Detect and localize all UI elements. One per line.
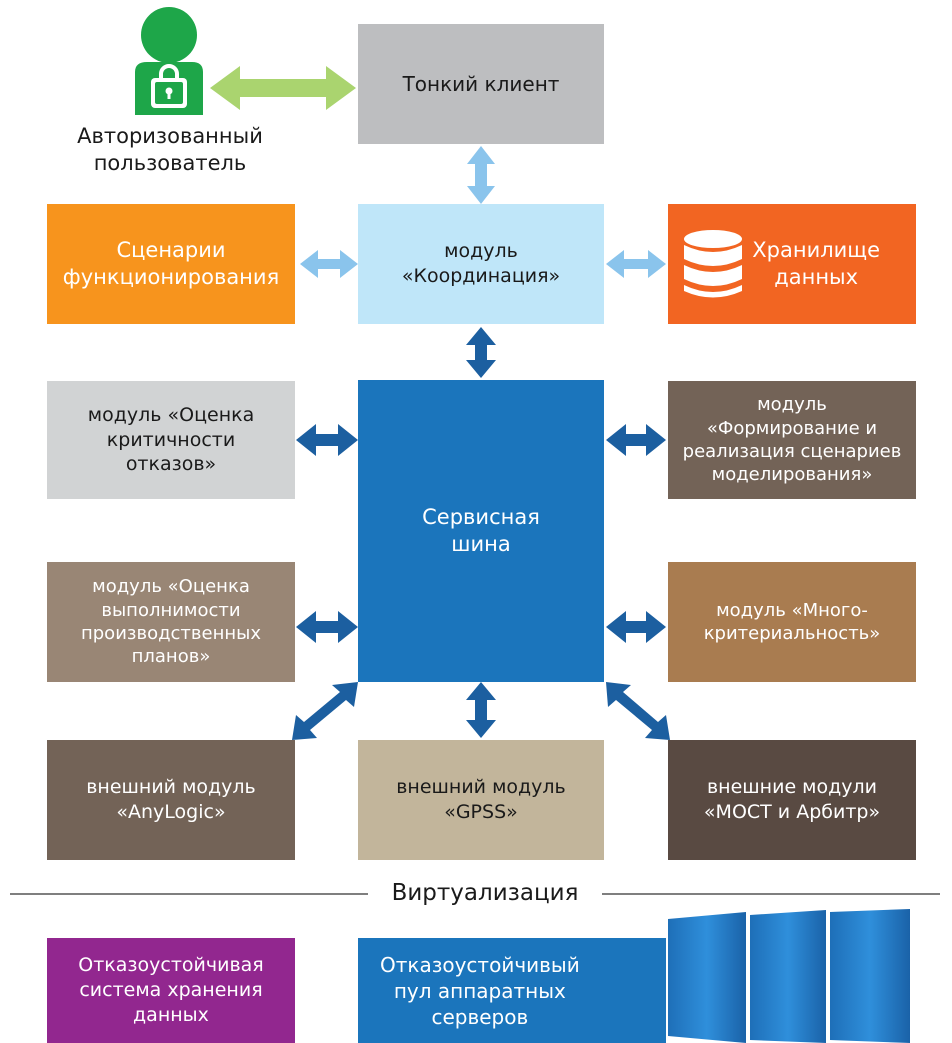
failure-criticality-label: модуль «Оценка критичности отказов» (87, 403, 255, 476)
service-bus-label: Сервисная шина (422, 504, 540, 556)
formation-box: модуль «Формирование и реализация сценар… (668, 381, 916, 499)
service-bus-box: Сервисная шина (358, 380, 604, 682)
anylogic-box: внешний модуль «AnyLogic» (47, 740, 295, 860)
anylogic-label: внешний модуль «AnyLogic» (86, 776, 256, 823)
arrow-coordination-storage (606, 250, 666, 278)
failure-criticality-box: модуль «Оценка критичности отказов» (47, 381, 295, 499)
virtualization-text: Виртуализация (391, 880, 579, 907)
formation-label: модуль «Формирование и реализация сценар… (682, 394, 902, 486)
user-label: Авторизованный пользователь (40, 118, 300, 182)
arrow-bus-anylogic (292, 682, 358, 740)
arrow-coordination-bus (466, 327, 496, 378)
most-arbitr-box: внешние модули «МОСТ и Арбитр» (668, 740, 916, 860)
scenarios-label: Сценарии функционирования (62, 237, 280, 289)
feasibility-label: модуль «Оценка выполнимости производстве… (80, 576, 261, 668)
arrow-user-thin-client (210, 66, 356, 110)
most-arbitr-label: внешние модули «МОСТ и Арбитр» (703, 776, 881, 823)
user-lock-icon (135, 7, 203, 115)
storage-label: Хранилище данных (752, 237, 880, 289)
storage-box: Хранилище данных (668, 204, 916, 324)
arrow-feasibility-bus (296, 611, 358, 643)
virtualization-label: Виртуализация (368, 876, 602, 912)
scenarios-box: Сценарии функционирования (47, 204, 295, 324)
database-icon (684, 230, 742, 298)
multicriteria-label: модуль «Много- критериальность» (703, 599, 881, 644)
server-pool-box: Отказоустойчивый пул аппаратных серверов (358, 938, 666, 1043)
arrow-thin-client-coordination (467, 146, 495, 204)
arrow-bus-gpss (466, 682, 496, 738)
user-label-text: Авторизованный пользователь (77, 123, 263, 175)
thin-client-label: Тонкий клиент (402, 72, 560, 96)
gpss-label: внешний модуль «GPSS» (396, 776, 566, 823)
arrow-bus-formation (606, 424, 666, 456)
arrow-scenarios-coordination (300, 250, 358, 278)
gpss-box: внешний модуль «GPSS» (358, 740, 604, 860)
feasibility-box: модуль «Оценка выполнимости производстве… (47, 562, 295, 682)
thin-client-box: Тонкий клиент (358, 24, 604, 144)
multicriteria-box: модуль «Много- критериальность» (668, 562, 916, 682)
arrow-bus-multicriteria (606, 611, 666, 643)
coordination-label: модуль «Координация» (401, 240, 561, 287)
server-pool-label: Отказоустойчивый пул аппаратных серверов (380, 952, 580, 1029)
coordination-box: модуль «Координация» (358, 204, 604, 324)
arrow-failure-bus (296, 424, 358, 456)
storage-system-box: Отказоустойчивая система хранения данных (47, 938, 295, 1043)
server-panel-icon (668, 909, 910, 1043)
storage-system-label: Отказоустойчивая система хранения данных (78, 954, 264, 1026)
arrow-bus-most (606, 682, 670, 740)
